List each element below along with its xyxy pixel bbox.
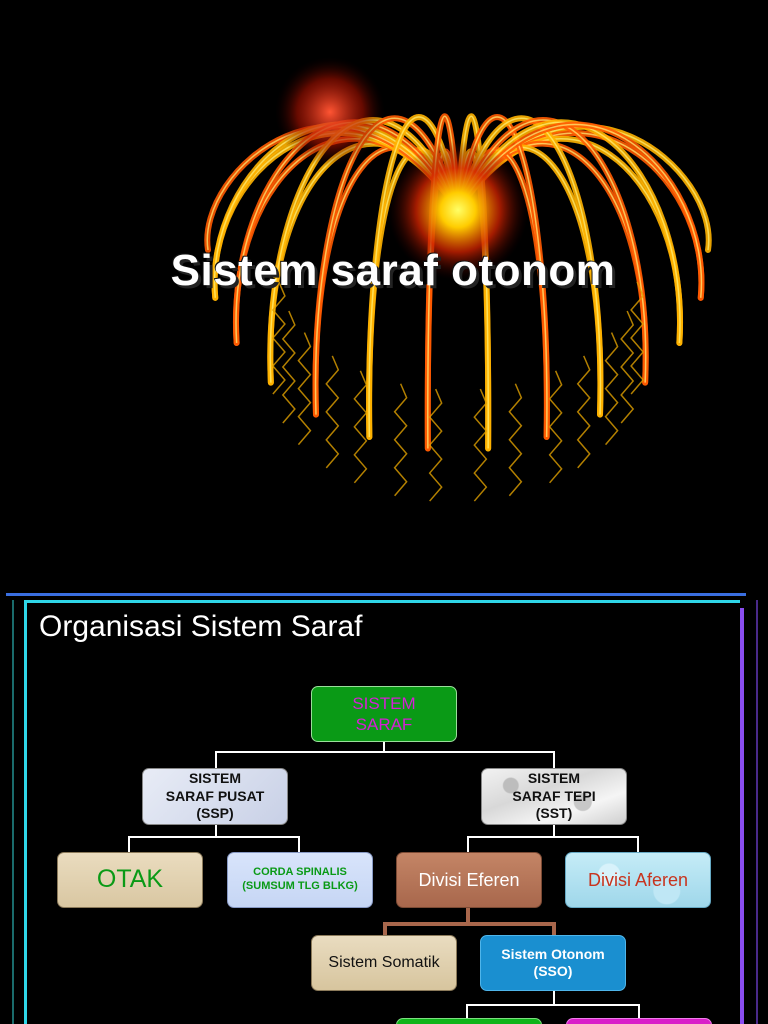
node-label: Divisi Aferen	[587, 869, 689, 890]
urchin-filament	[271, 281, 286, 395]
connector	[383, 741, 385, 752]
urchin-filament	[620, 310, 635, 424]
connector	[637, 836, 639, 852]
node-label: SARAF PUSAT	[165, 787, 265, 804]
org-chart-title: Organisasi Sistem Saraf	[39, 610, 363, 643]
node-label: SARAF	[355, 715, 413, 734]
node-label: SISTEM	[527, 770, 581, 787]
urchin-filament	[630, 281, 645, 395]
node-sistem-somatik: Sistem Somatik	[311, 935, 457, 991]
urchin-arm-highlight	[457, 117, 602, 415]
frame-top-blue	[6, 593, 746, 596]
urchin-filament	[325, 355, 340, 469]
connector	[552, 922, 556, 936]
connector	[467, 836, 639, 838]
frame-left-teal	[12, 600, 14, 1024]
connector	[553, 751, 555, 769]
connector	[467, 836, 469, 852]
urchin-filament	[353, 370, 368, 484]
slide-title: Sistem saraf otonom	[170, 246, 616, 295]
node-partial-magenta	[566, 1018, 712, 1024]
node-label: SARAF TEPI	[512, 787, 596, 804]
urchin-filament	[576, 355, 591, 469]
node-divisi-aferen: Divisi Aferen	[565, 852, 711, 908]
node-label: (SSO)	[533, 963, 573, 979]
frame-right-dark	[756, 600, 758, 1024]
node-label: Divisi Eferen	[418, 869, 520, 890]
node-sistem-saraf: SISTEM SARAF	[311, 686, 457, 742]
node-label: Sistem Somatik	[328, 954, 440, 971]
org-chart-slide: Organisasi Sistem Saraf SISTEM SARAF SIST…	[0, 590, 768, 1024]
frame-right-purple	[740, 608, 744, 1024]
node-partial-green	[396, 1018, 542, 1024]
title-slide: Sistem saraf otonom	[170, 57, 712, 502]
sea-urchin-illustration	[204, 57, 712, 502]
urchin-filament	[297, 332, 312, 446]
frame-left-cyan	[24, 600, 27, 1024]
node-divisi-eferen: Divisi Eferen	[396, 852, 542, 908]
node-label: SISTEM	[188, 770, 242, 787]
urchin-filament	[281, 310, 296, 424]
connector	[128, 836, 300, 838]
connector	[383, 922, 555, 926]
urchin-filament	[473, 388, 488, 502]
urchin-filament	[428, 388, 443, 502]
node-label: Sistem Otonom	[501, 945, 605, 962]
frame-top-cyan	[24, 600, 740, 603]
urchin-arm-highlight	[457, 121, 681, 343]
node-label: (SUMSUM TLG BLKG)	[242, 880, 358, 892]
connector	[553, 825, 555, 837]
node-sistem-otonom: Sistem Otonom(SSO)	[480, 935, 626, 991]
node-label: (SST)	[535, 805, 573, 822]
urchin-filament	[393, 383, 408, 497]
node-otak: OTAK	[57, 852, 203, 908]
node-corda-spinalis: CORDA SPINALIS(SUMSUM TLG BLKG)	[227, 852, 373, 908]
node-label: SISTEM	[352, 693, 416, 713]
node-label: CORDA SPINALIS	[253, 866, 347, 879]
urchin-filament	[548, 370, 563, 484]
connector	[215, 825, 217, 837]
connector	[215, 751, 217, 769]
connector	[215, 751, 555, 753]
connector	[638, 1004, 640, 1024]
connector	[553, 991, 555, 1005]
connector	[466, 908, 470, 924]
connector	[383, 922, 387, 936]
connector	[128, 836, 130, 852]
urchin-filament	[604, 332, 619, 446]
connector	[466, 1004, 640, 1006]
node-label: (SSP)	[196, 805, 234, 822]
urchin-arm-highlight	[457, 123, 703, 298]
node-label: OTAK	[96, 865, 164, 894]
connector	[466, 1004, 468, 1024]
urchin-filament	[508, 383, 523, 497]
connector	[298, 836, 300, 852]
